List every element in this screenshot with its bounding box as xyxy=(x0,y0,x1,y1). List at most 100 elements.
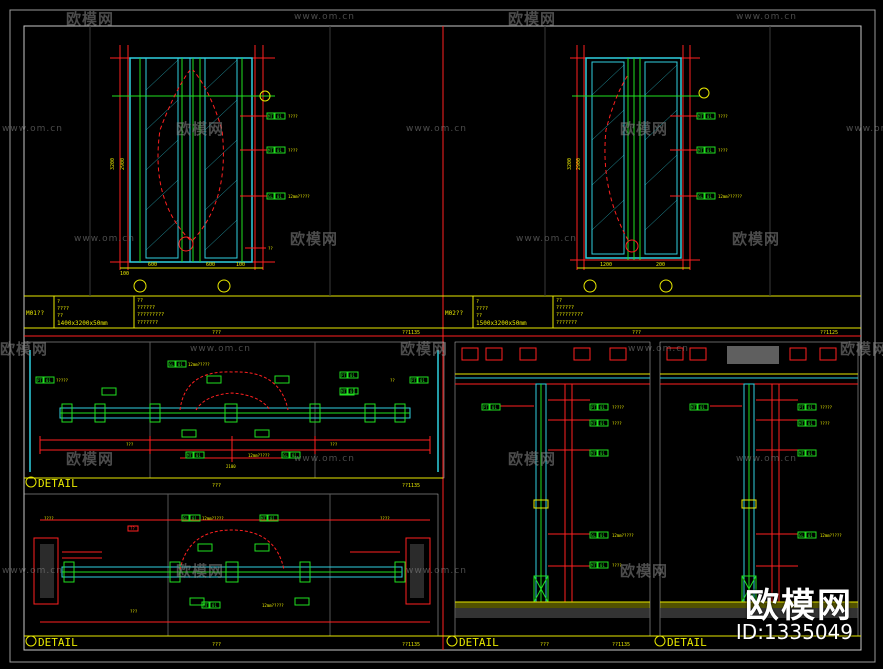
svg-text:PT: PT xyxy=(411,378,416,383)
svg-text:??1125: ??1125 xyxy=(820,330,838,336)
svg-text:01: 01 xyxy=(350,373,355,378)
svg-text:GL: GL xyxy=(169,362,174,367)
svg-text:GL: GL xyxy=(799,533,804,538)
tag-gl-right: GL 01 12mm?????? xyxy=(696,192,743,200)
svg-text:01: 01 xyxy=(270,516,275,521)
svg-text:??1135: ??1135 xyxy=(402,330,420,336)
svg-text:????: ???? xyxy=(612,421,622,426)
svg-text:MT: MT xyxy=(268,114,273,119)
svg-text:MT: MT xyxy=(799,421,804,426)
svg-text:MT: MT xyxy=(698,114,703,119)
svg-text:????: ???? xyxy=(44,516,54,521)
svg-text:????: ???? xyxy=(288,114,298,119)
svg-text:??: ?? xyxy=(556,298,562,304)
svg-text:MT: MT xyxy=(799,451,804,456)
svg-text:01: 01 xyxy=(46,378,51,383)
svg-text:?: ? xyxy=(57,299,60,305)
svg-text:???????: ??????? xyxy=(556,320,577,326)
svg-text:???: ??? xyxy=(212,330,221,336)
svg-text:01: 01 xyxy=(277,114,282,119)
svg-text:???: ??? xyxy=(540,642,549,648)
svg-text:??1135: ??1135 xyxy=(402,483,420,489)
svg-text:12mm?????: 12mm????? xyxy=(288,194,310,199)
svg-text:12mm?????: 12mm????? xyxy=(188,362,210,367)
svg-text:MT: MT xyxy=(591,451,596,456)
svg-text:12mm?????: 12mm????? xyxy=(202,516,224,521)
svg-text:12mm?????: 12mm????? xyxy=(262,603,284,608)
svg-text:MT: MT xyxy=(591,563,596,568)
svg-text:????: ???? xyxy=(612,563,622,568)
svg-text:????: ???? xyxy=(288,148,298,153)
svg-text:MT: MT xyxy=(187,453,192,458)
svg-text:???: ??? xyxy=(330,442,338,447)
svg-text:01: 01 xyxy=(700,405,705,410)
svg-text:01: 01 xyxy=(420,378,425,383)
svg-text:?????: ????? xyxy=(56,378,69,383)
svg-text:12mm?????: 12mm????? xyxy=(612,533,634,538)
svg-text:01: 01 xyxy=(808,451,813,456)
svg-text:GL: GL xyxy=(591,533,596,538)
svg-text:PT: PT xyxy=(341,373,346,378)
door-elevation-right xyxy=(570,45,710,293)
svg-text:PT: PT xyxy=(37,378,42,383)
svg-text:??: ?? xyxy=(268,246,273,251)
svg-text:MT: MT xyxy=(591,421,596,426)
svg-text:01: 01 xyxy=(277,148,282,153)
svg-text:?????: ????? xyxy=(612,405,625,410)
detail-label-1: DETAIL ??? ??1135 xyxy=(24,476,443,490)
svg-text:??: ?? xyxy=(390,378,395,383)
detail-label-4: DETAIL xyxy=(652,635,861,649)
svg-text:M01??: M01?? xyxy=(26,310,44,317)
svg-text:100: 100 xyxy=(236,262,245,268)
svg-text:1500x3200x50mm: 1500x3200x50mm xyxy=(476,320,527,327)
svg-text:01: 01 xyxy=(600,563,605,568)
svg-text:??????: ?????? xyxy=(137,305,155,311)
svg-text:?: ? xyxy=(476,299,479,305)
svg-text:DETAIL: DETAIL xyxy=(38,477,78,490)
svg-text:600: 600 xyxy=(206,262,215,268)
svg-text:MT: MT xyxy=(691,405,696,410)
svg-text:2100: 2100 xyxy=(226,464,236,469)
svg-text:1400x3200x50mm: 1400x3200x50mm xyxy=(57,320,108,327)
svg-text:??1135: ??1135 xyxy=(402,642,420,648)
detail-label-2: DETAIL ??? ??1135 xyxy=(24,635,443,649)
svg-text:PT: PT xyxy=(591,405,596,410)
svg-text:MT: MT xyxy=(341,389,346,394)
svg-text:???: ??? xyxy=(212,642,221,648)
svg-text:PT: PT xyxy=(483,405,488,410)
svg-text:??: ?? xyxy=(130,526,135,531)
svg-text:????: ???? xyxy=(718,114,728,119)
svg-text:GL: GL xyxy=(698,194,703,199)
door-elevation-left xyxy=(110,45,275,293)
svg-text:?????????: ????????? xyxy=(137,312,164,318)
svg-text:??????: ?????? xyxy=(556,305,574,311)
brand-logo: 欧模网 xyxy=(745,586,853,626)
svg-text:?????: ????? xyxy=(820,405,833,410)
svg-text:600: 600 xyxy=(148,262,157,268)
svg-text:01: 01 xyxy=(600,405,605,410)
svg-text:01: 01 xyxy=(808,405,813,410)
svg-text:200: 200 xyxy=(656,262,665,268)
svg-text:?????????: ????????? xyxy=(556,312,583,318)
svg-text:01: 01 xyxy=(707,194,712,199)
detail-plan-section-1 xyxy=(23,341,445,479)
svg-text:DETAIL: DETAIL xyxy=(38,636,78,649)
svg-text:01: 01 xyxy=(492,405,497,410)
svg-text:01: 01 xyxy=(600,421,605,426)
svg-text:01: 01 xyxy=(212,603,217,608)
svg-text:GL: GL xyxy=(183,516,188,521)
svg-text:3200: 3200 xyxy=(567,158,573,170)
svg-text:01: 01 xyxy=(196,453,201,458)
svg-text:01: 01 xyxy=(600,533,605,538)
svg-text:M02??: M02?? xyxy=(445,310,463,317)
svg-text:01: 01 xyxy=(600,451,605,456)
svg-text:??: ?? xyxy=(137,298,143,304)
svg-text:MT: MT xyxy=(203,603,208,608)
svg-text:????: ???? xyxy=(820,421,830,426)
svg-text:???: ??? xyxy=(126,442,134,447)
svg-text:01: 01 xyxy=(277,194,282,199)
svg-text:12mm??????: 12mm?????? xyxy=(718,194,743,199)
svg-text:??1135: ??1135 xyxy=(612,642,630,648)
